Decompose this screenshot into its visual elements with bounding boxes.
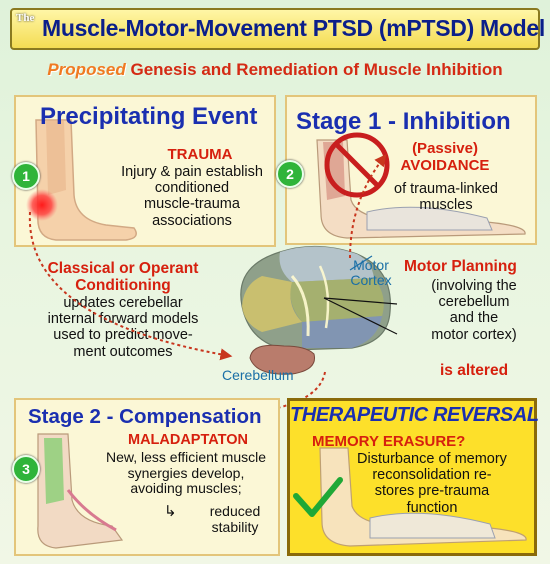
subtitle-proposed: Proposed: [47, 60, 126, 79]
trauma-description: Injury & pain establish conditioned musc…: [121, 164, 263, 229]
foot-illustration-4: [293, 447, 527, 547]
title-prefix: The: [16, 12, 35, 24]
diagram-subtitle: Proposed Genesis and Remediation of Musc…: [0, 60, 550, 80]
title-banner: The Muscle-Motor-Movement PTSD (mPTSD) M…: [10, 8, 545, 50]
subtitle-text: Genesis and Remediation of Muscle Inhibi…: [130, 60, 503, 79]
pain-spot-icon: [26, 189, 58, 221]
diagram-title: Muscle-Motor-Movement PTSD (mPTSD) Model: [42, 15, 545, 41]
arrow-cortex-to-avoidance: [349, 154, 387, 259]
trauma-label: TRAUMA: [167, 146, 233, 163]
stage1-heading: Stage 1 - Inhibition: [296, 108, 511, 135]
stage2-heading: Stage 2 - Compensation: [28, 405, 262, 428]
conditioning-label: Classical or Operant Conditioning: [47, 260, 199, 295]
arrow-down-right-icon: ↳: [164, 503, 177, 520]
altered-label: is altered: [439, 362, 509, 379]
reduced-stability: reduced stability: [209, 503, 261, 535]
reversal-heading: THERAPEUTIC REVERSAL: [290, 404, 539, 426]
precipitating-heading: Precipitating Event: [40, 103, 258, 130]
arrow-trauma-to-cerebellum: [28, 211, 233, 361]
maladaptation-label: MALADAPTATON: [127, 432, 248, 448]
reversal-description: Disturbance of memory reconsolidation re…: [357, 451, 507, 516]
motor-cortex-label: Motor Cortex: [350, 257, 392, 288]
memory-erasure-label: MEMORY ERASURE?: [312, 433, 466, 450]
conditioning-description: updates cerebellar internal forward mode…: [47, 295, 199, 360]
motor-planning-label: Motor Planning: [404, 258, 517, 275]
step-badge-3: 3: [12, 455, 40, 483]
motor-planning-description: (involving the cerebellum and the motor …: [431, 278, 517, 343]
brain-illustration: [240, 245, 398, 375]
foot-illustration-1: [26, 119, 137, 241]
cerebellum-label: Cerebellum: [222, 367, 294, 383]
checkmark-icon: [293, 477, 343, 517]
prohibited-icon: [324, 132, 390, 198]
foot-illustration-2: [316, 132, 526, 239]
avoidance-description: of trauma-linked muscles: [394, 181, 498, 214]
step-badge-1: 1: [12, 162, 40, 190]
step-badge-2: 2: [276, 160, 304, 188]
foot-illustration-3: [37, 433, 124, 549]
avoidance-label: (Passive) AVOIDANCE: [400, 140, 490, 174]
compensation-description: New, less efficient muscle synergies dev…: [105, 449, 267, 497]
